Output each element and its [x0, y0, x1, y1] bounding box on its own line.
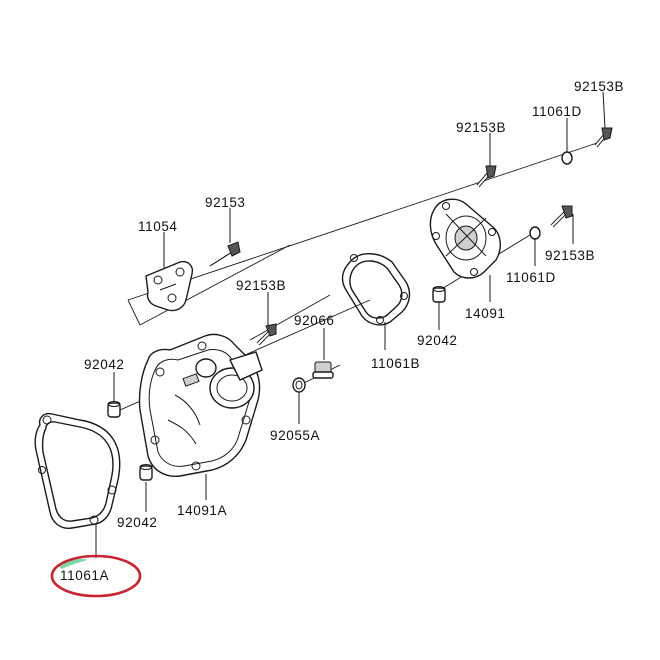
plug-92066 — [312, 361, 334, 379]
dowel-92042-bottom — [139, 464, 153, 481]
label-92153b-top: 92153B — [574, 79, 624, 94]
label-11061d-top: 11061D — [532, 104, 582, 119]
label-14091: 14091 — [465, 306, 506, 321]
cover-14091a — [138, 333, 263, 477]
label-11061a: 11061A — [60, 568, 109, 583]
highlight-marker — [58, 558, 88, 569]
bolt-92153b-upper — [476, 165, 497, 188]
highlight-ring — [50, 554, 142, 598]
label-92153b-upper: 92153B — [456, 120, 506, 135]
dowel-92042-left — [107, 401, 121, 418]
label-92153: 92153 — [205, 195, 246, 210]
washers-11061d — [529, 151, 573, 240]
dowel-pins — [107, 286, 446, 481]
cover-14091 — [429, 198, 501, 279]
label-14091a: 14091A — [177, 503, 227, 518]
gasket-11061b — [341, 253, 411, 326]
washer-11061d-top — [561, 151, 573, 165]
bracket-11054 — [145, 260, 194, 312]
bolt-92153b-top — [594, 127, 613, 148]
gasket-11061a — [34, 412, 121, 529]
label-leaders — [95, 91, 606, 558]
label-92153b-mid: 92153B — [236, 278, 286, 293]
dowel-92042-mid — [432, 286, 446, 303]
label-11061b: 11061B — [371, 356, 420, 371]
label-92042-bottom: 92042 — [117, 515, 158, 530]
label-11054: 11054 — [138, 219, 178, 234]
label-92066: 92066 — [294, 313, 335, 328]
bolt-92153 — [209, 241, 241, 267]
washer-11061d-right — [529, 226, 541, 240]
bolt-92153b-mid — [256, 323, 277, 346]
label-11061d-right: 11061D — [506, 270, 556, 285]
label-92153b-right: 92153B — [545, 248, 595, 263]
label-92042-left: 92042 — [84, 357, 125, 372]
label-92055a: 92055A — [270, 428, 320, 443]
bolt-92153b-right — [550, 205, 573, 228]
highlight-11061a — [50, 554, 142, 598]
oring-92055a — [292, 377, 306, 393]
label-92042-mid: 92042 — [417, 333, 458, 348]
callout-labels: 92153B 11061D 92153B 92153 11054 92153B … — [60, 79, 624, 583]
